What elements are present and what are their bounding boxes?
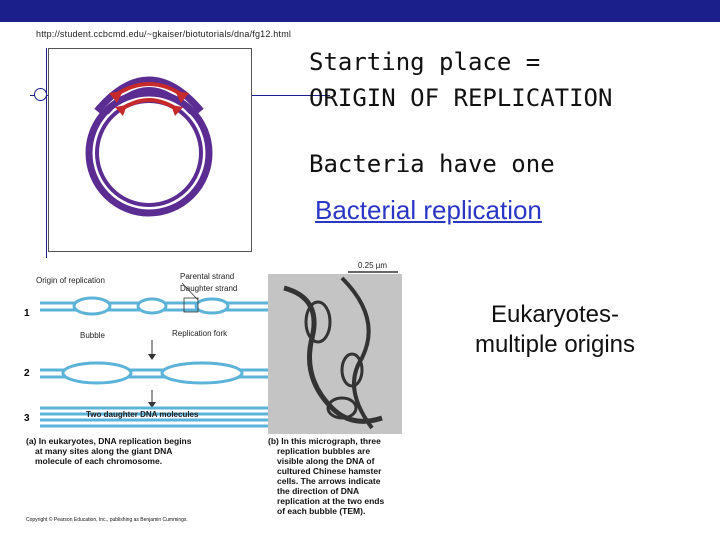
circular-dna-svg [85, 76, 213, 217]
caption-b-line: of each bubble (TEM). [277, 506, 366, 516]
decorative-circle-icon [34, 88, 47, 101]
eukaryotes-line-1: Eukaryotes- [490, 301, 620, 328]
caption-a: (a) In eukaryotes, DNA replication begin… [26, 436, 191, 466]
step-2-marker: 2 [24, 368, 30, 379]
origin-label: Origin of replication [36, 276, 105, 285]
heading-line-2: ORIGIN OF REPLICATION [309, 84, 613, 112]
figure-svg: Origin of replication Parental strand Da… [24, 261, 402, 434]
caption-b-line: visible along the DNA of [277, 456, 375, 466]
micrograph [268, 274, 402, 434]
replication-figure: Origin of replication Parental strand Da… [22, 258, 412, 528]
parental-label: Parental strand [180, 272, 234, 281]
caption-a-line: (a) In eukaryotes, DNA replication begin… [26, 436, 192, 446]
step-3-marker: 3 [24, 413, 30, 424]
decorative-vertical-rule [46, 48, 47, 258]
copyright-text: Copyright © Pearson Education, Inc., pub… [26, 517, 188, 523]
step-1-marker: 1 [24, 308, 30, 319]
bubble-label: Bubble [80, 331, 105, 340]
title-bar [0, 0, 720, 22]
daughter-label: Daughter strand [180, 284, 237, 293]
caption-b-line: cells. The arrows indicate [277, 476, 381, 486]
caption-b-line: replication at the two ends [277, 496, 385, 506]
circular-dna-diagram [48, 48, 252, 252]
fork-label: Replication fork [172, 329, 228, 338]
caption-b-line: replication bubbles are [277, 446, 371, 456]
caption-b-line: cultured Chinese hamster [277, 466, 382, 476]
bacteria-text: Bacteria have one [309, 150, 555, 178]
title-bar-divider [0, 22, 720, 25]
scale-label: 0.25 µm [358, 261, 387, 270]
caption-b: (b) In this micrograph, three replicatio… [268, 436, 384, 516]
caption-a-line: at many sites along the giant DNA [35, 446, 173, 456]
caption-a-line: molecule of each chromosome. [35, 456, 163, 466]
caption-b-line: the direction of DNA [277, 486, 360, 496]
two-molecules-label: Two daughter DNA molecules [86, 410, 199, 419]
heading-line-1: Starting place = [309, 48, 541, 76]
bubble-shape [72, 296, 112, 316]
eukaryotes-line-2: multiple origins [474, 331, 636, 358]
caption-b-line: (b) In this micrograph, three [268, 436, 381, 446]
bacterial-replication-link[interactable]: Bacterial replication [315, 195, 542, 225]
eukaryotes-text: Eukaryotes- multiple origins [430, 300, 680, 360]
source-url[interactable]: http://student.ccbcmd.edu/~gkaiser/biotu… [36, 29, 292, 39]
